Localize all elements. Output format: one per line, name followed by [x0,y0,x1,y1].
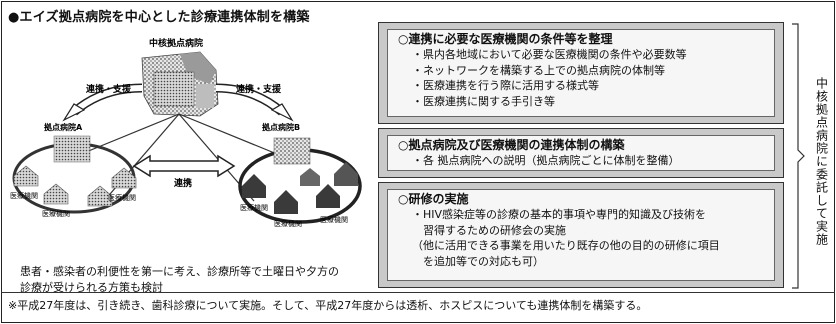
box-conditions-item: ・医療連携に関する手引き等 [412,94,555,108]
box-training: ○研修の実施 ・HIV感染症等の診療の基本的事項や専門的知識及び技術を 習得する… [378,182,784,288]
box-conditions-inner: ○連携に必要な医療機関の条件等を整理 ・県内各地域において必要な医療機関の条件や… [387,29,775,117]
box-conditions-item: ・ネットワークを構築する上での拠点病院の体制等 [412,63,665,77]
box-training-item: を追加等での対応も可） [412,254,544,268]
base-hospital-a-label: 拠点病院A [43,122,83,132]
clinic-label-a2: 医療機関 [42,209,70,218]
box-network-item: ・各 拠点病院への説明（拠点病院ごとに体制を整備） [412,154,680,167]
support-label-left: 連携・支援 [86,83,132,95]
box-conditions-item: ・医療連携を行う際に活用する様式等 [412,79,599,92]
support-arrow-left [62,83,143,122]
page-title: ●エイズ拠点病院を中心とした診療連携体制を構築 [8,10,310,25]
box-training-item: ・HIV感染症等の診療の基本的事項や専門的知識及び技術を [412,208,707,221]
cluster-a [12,135,137,214]
support-label-right: 連携・支援 [236,83,282,95]
side-label: 中核拠点病院に委託して実施 [814,76,829,246]
box-conditions: ○連携に必要な医療機関の条件等を整理 ・県内各地域において必要な医療機関の条件や… [378,22,784,124]
box-network: ○拠点病院及び医療機関の連携体制の構築 ・各 拠点病院への説明（拠点病院ごとに体… [378,128,784,178]
box-training-title: ○研修の実施 [398,192,469,206]
box-network-title: ○拠点病院及び医療機関の連携体制の構築 [398,138,625,152]
base-hospital-b-label: 拠点病院B [261,122,300,132]
clinic-label-b1: 医療機関 [240,203,268,212]
support-arrow-right [215,83,294,122]
clinic-label-a1: 医療機関 [10,191,38,200]
box-conditions-item: ・県内各地域において必要な医療機関の条件や必要数等 [412,48,687,61]
clinic-label-b3: 医療機関 [320,215,348,224]
box-network-inner: ○拠点病院及び医療機関の連携体制の構築 ・各 拠点病院への説明（拠点病院ごとに体… [387,135,775,171]
clinic-label-a3: 医療機関 [108,193,136,202]
footnote: ※平成27年度は、引き続き、歯科診療について実施。そして、平成27年度からは透析… [8,299,648,312]
box-training-item: 習得するための研修会の実施 [412,223,566,237]
central-hospital-label: 中核拠点病院 [149,37,203,49]
patient-caption: 患者・感染者の利便性を第一に考え、診療所等で土曜日や夕方の診療が受けられる方策も… [20,265,339,294]
right-brace [792,23,805,289]
cluster-b [238,137,362,224]
box-training-inner: ○研修の実施 ・HIV感染症等の診療の基本的事項や専門的知識及び技術を 習得する… [387,189,775,281]
box-conditions-title: ○連携に必要な医療機関の条件等を整理 [398,32,613,46]
network-diagram: 中核拠点病院 連携・支援 連携・支援 拠点病院A 拠点病院B 医療機関 医療機関 [10,37,362,228]
footnote-divider [1,292,835,293]
cooperation-label: 連携 [174,177,192,189]
box-training-item: （他に活用できる事業を用いたり既存の他の目的の研修に項目 [412,239,720,252]
cooperation-arrow [132,154,236,178]
central-hospital-building [141,51,219,117]
clinic-label-b2: 医療機関 [274,219,302,228]
